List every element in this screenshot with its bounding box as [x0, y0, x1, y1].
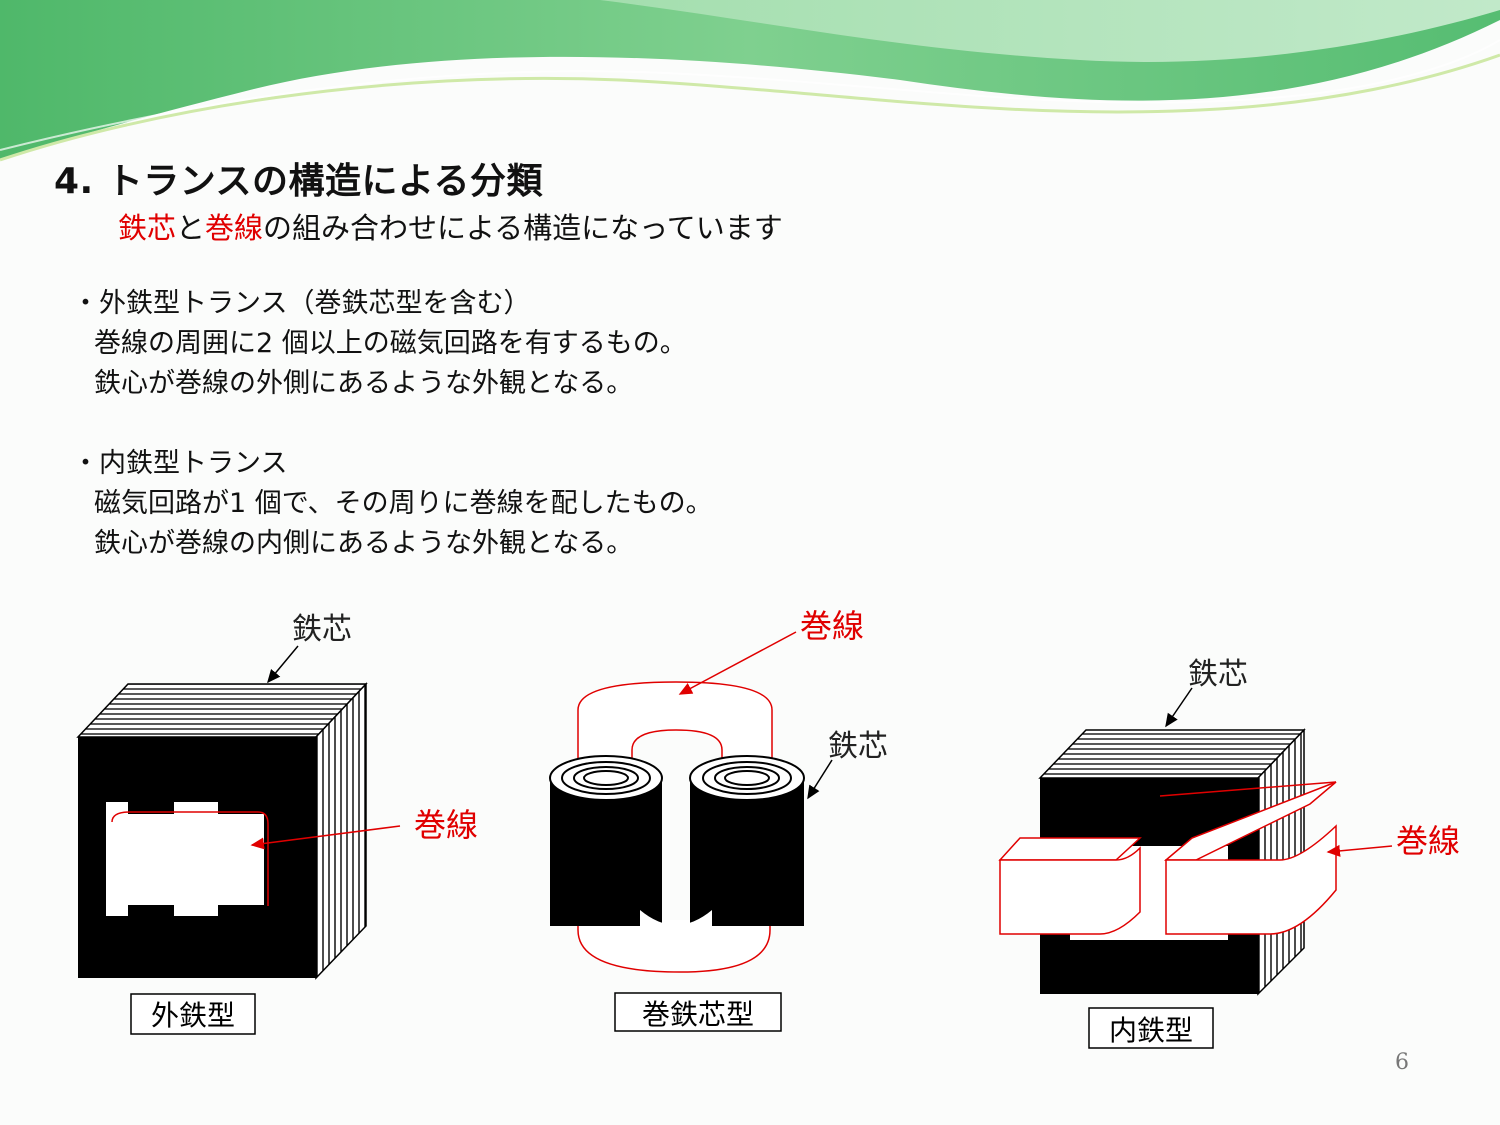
slide-title: 4. トランスの構造による分類 [54, 161, 543, 202]
outer-type-line-1: 巻線の周囲に2 個以上の磁気回路を有するもの。 [94, 328, 687, 359]
outer-type-section: ・外鉄型トランス（巻鉄芯型を含む） 巻線の周囲に2 個以上の磁気回路を有するもの… [72, 284, 687, 404]
core-winding-label: 巻線 [1396, 822, 1460, 860]
core-core-label: 鉄芯 [1188, 657, 1248, 692]
inner-type-heading: ・内鉄型トランス [72, 448, 288, 479]
outer-type-line-2: 鉄心が巻線の外側にあるような外観となる。 [94, 368, 634, 399]
core-caption: 内鉄型 [1109, 1014, 1193, 1047]
core-type-diagram: 鉄芯 巻線 内鉄型 [998, 657, 1460, 1049]
page-number: 6 [1395, 1050, 1409, 1075]
inner-type-line-1: 磁気回路が1 個で、その周りに巻線を配したもの。 [94, 488, 713, 519]
wound-core-label: 鉄芯 [828, 729, 888, 764]
wound-winding-label: 巻線 [800, 607, 864, 645]
outer-type-heading: ・外鉄型トランス（巻鉄芯型を含む） [72, 288, 531, 319]
header-wave-banner [0, 0, 1500, 162]
wound-core-diagram: 巻線 鉄芯 巻鉄芯型 [549, 607, 888, 1032]
transformer-diagrams: 鉄芯 巻線 外鉄型 巻線 鉄芯 巻鉄芯型 [76, 607, 1460, 1049]
subtitle-rest: の組み合わせによる構造になっています [263, 211, 783, 245]
shell-winding-label: 巻線 [414, 806, 478, 844]
slide-subtitle: 鉄芯と巻線の組み合わせによる構造になっています [118, 205, 783, 247]
shell-caption: 外鉄型 [151, 999, 235, 1032]
subtitle-winding: 巻線 [205, 211, 264, 245]
inner-type-line-2: 鉄心が巻線の内側にあるような外観となる。 [94, 528, 634, 559]
subtitle-and: と [176, 211, 206, 245]
wound-caption: 巻鉄芯型 [642, 998, 754, 1031]
shell-core-label: 鉄芯 [292, 612, 352, 647]
inner-type-section: ・内鉄型トランス 磁気回路が1 個で、その周りに巻線を配したもの。 鉄心が巻線の… [72, 444, 713, 564]
subtitle-core: 鉄芯 [118, 211, 177, 245]
shell-type-diagram: 鉄芯 巻線 外鉄型 [76, 612, 478, 1035]
